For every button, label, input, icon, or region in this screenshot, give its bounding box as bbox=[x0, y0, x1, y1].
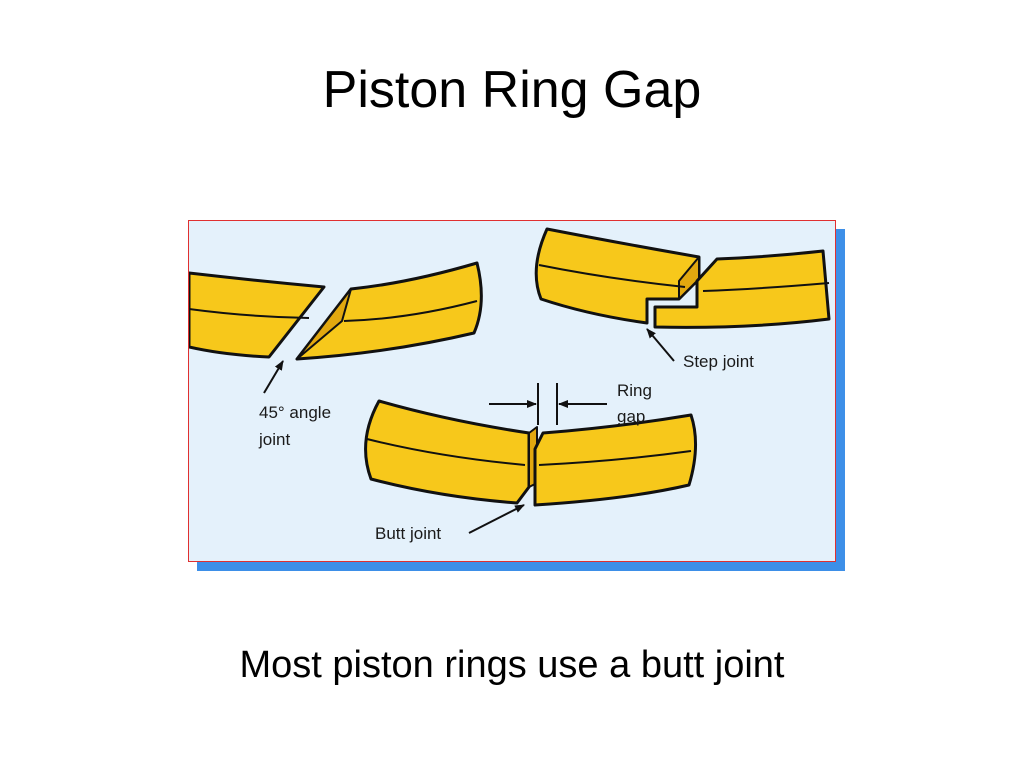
angle-joint-arrow bbox=[263, 360, 284, 394]
ring-gap-figure: 45° angle joint Step joint bbox=[188, 220, 846, 572]
ring-gap-label-line2: gap bbox=[617, 407, 645, 426]
butt-joint-arrow bbox=[468, 504, 525, 534]
angle-joint-end-face bbox=[296, 288, 352, 360]
angle-joint-label-line2: joint bbox=[258, 430, 290, 449]
angle-joint-groove bbox=[189, 300, 478, 322]
ring-gap-label-line1: Ring bbox=[617, 381, 652, 400]
step-joint-arrow bbox=[646, 328, 675, 362]
butt-joint-groove bbox=[366, 438, 692, 466]
slide-caption: Most piston rings use a butt joint bbox=[239, 644, 785, 686]
butt-joint-ring bbox=[364, 399, 698, 507]
step-joint-ring bbox=[534, 227, 831, 329]
angle-joint-right-segment bbox=[295, 261, 483, 361]
butt-joint-left-segment bbox=[364, 399, 531, 505]
step-joint-label: Step joint bbox=[683, 352, 754, 371]
ring-joints-diagram: 45° angle joint Step joint bbox=[189, 227, 831, 543]
angle-joint-label-line1: 45° angle bbox=[259, 403, 331, 422]
ring-gap-dimension bbox=[489, 383, 607, 425]
slide-title: Piston Ring Gap bbox=[322, 61, 702, 119]
angle-joint-ring bbox=[189, 261, 483, 361]
step-joint-left-end-face bbox=[678, 256, 700, 300]
figure-panel: 45° angle joint Step joint bbox=[188, 220, 836, 562]
butt-joint-label: Butt joint bbox=[375, 524, 441, 543]
step-joint-left-segment bbox=[534, 227, 701, 325]
step-joint-groove bbox=[538, 264, 830, 292]
